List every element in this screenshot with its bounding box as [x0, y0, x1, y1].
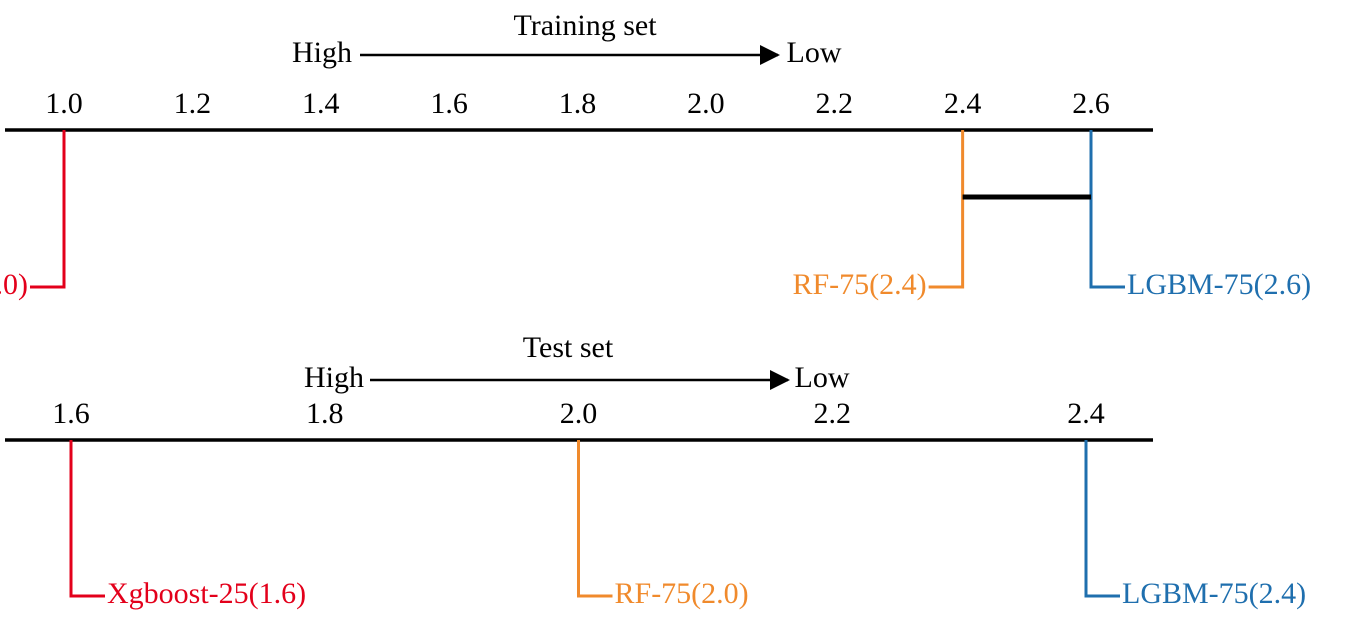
panel-test-high-label: High	[304, 361, 364, 394]
panel-training-tick-label: 2.0	[687, 87, 725, 120]
panel-test-tick-label: 2.2	[814, 397, 852, 430]
panel-test-model-connector	[69, 440, 105, 598]
panel-training-tick-label: 2.6	[1072, 87, 1110, 120]
panel-test-model-connector	[1084, 440, 1120, 598]
panel-training-model-label: LGBM-75(2.6)	[1127, 268, 1311, 301]
panel-training-model-connector	[1089, 130, 1125, 289]
panel-training-tick-label: 2.2	[816, 87, 854, 120]
panel-training-tick-label: 1.8	[559, 87, 597, 120]
panel-training-tick-label: 1.2	[174, 87, 212, 120]
panel-training-low-label: Low	[787, 36, 842, 69]
panel-training-tick-label: 1.6	[430, 87, 468, 120]
panel-test-title: Test set	[523, 331, 614, 364]
panel-training-model-connector	[30, 130, 66, 289]
panel-training-model-connector	[928, 130, 965, 289]
panel-test-model-label: RF-75(2.0)	[615, 577, 749, 610]
panel-training-tick-label: 1.4	[302, 87, 340, 120]
panel-training-title: Training set	[513, 9, 657, 42]
panel-test-model-connector	[577, 440, 613, 598]
panel-test-tick-label: 2.0	[560, 397, 598, 430]
panel-training-high-label: High	[292, 36, 352, 69]
panel-training-tick-label: 2.4	[944, 87, 982, 120]
panel-test-model-label: Xgboost-25(1.6)	[107, 577, 306, 610]
panel-training-model-label: Xgboost-25(1.0)	[0, 268, 28, 301]
panel-test-tick-label: 1.8	[306, 397, 344, 430]
panel-test-model-label: LGBM-75(2.4)	[1122, 577, 1306, 610]
panel-training-tick-label: 1.0	[45, 87, 83, 120]
panel-training-model-label: RF-75(2.4)	[792, 268, 926, 301]
panel-test-tick-label: 1.6	[52, 397, 90, 430]
panel-test-tick-label: 2.4	[1067, 397, 1105, 430]
panel-test-low-label: Low	[795, 361, 850, 394]
